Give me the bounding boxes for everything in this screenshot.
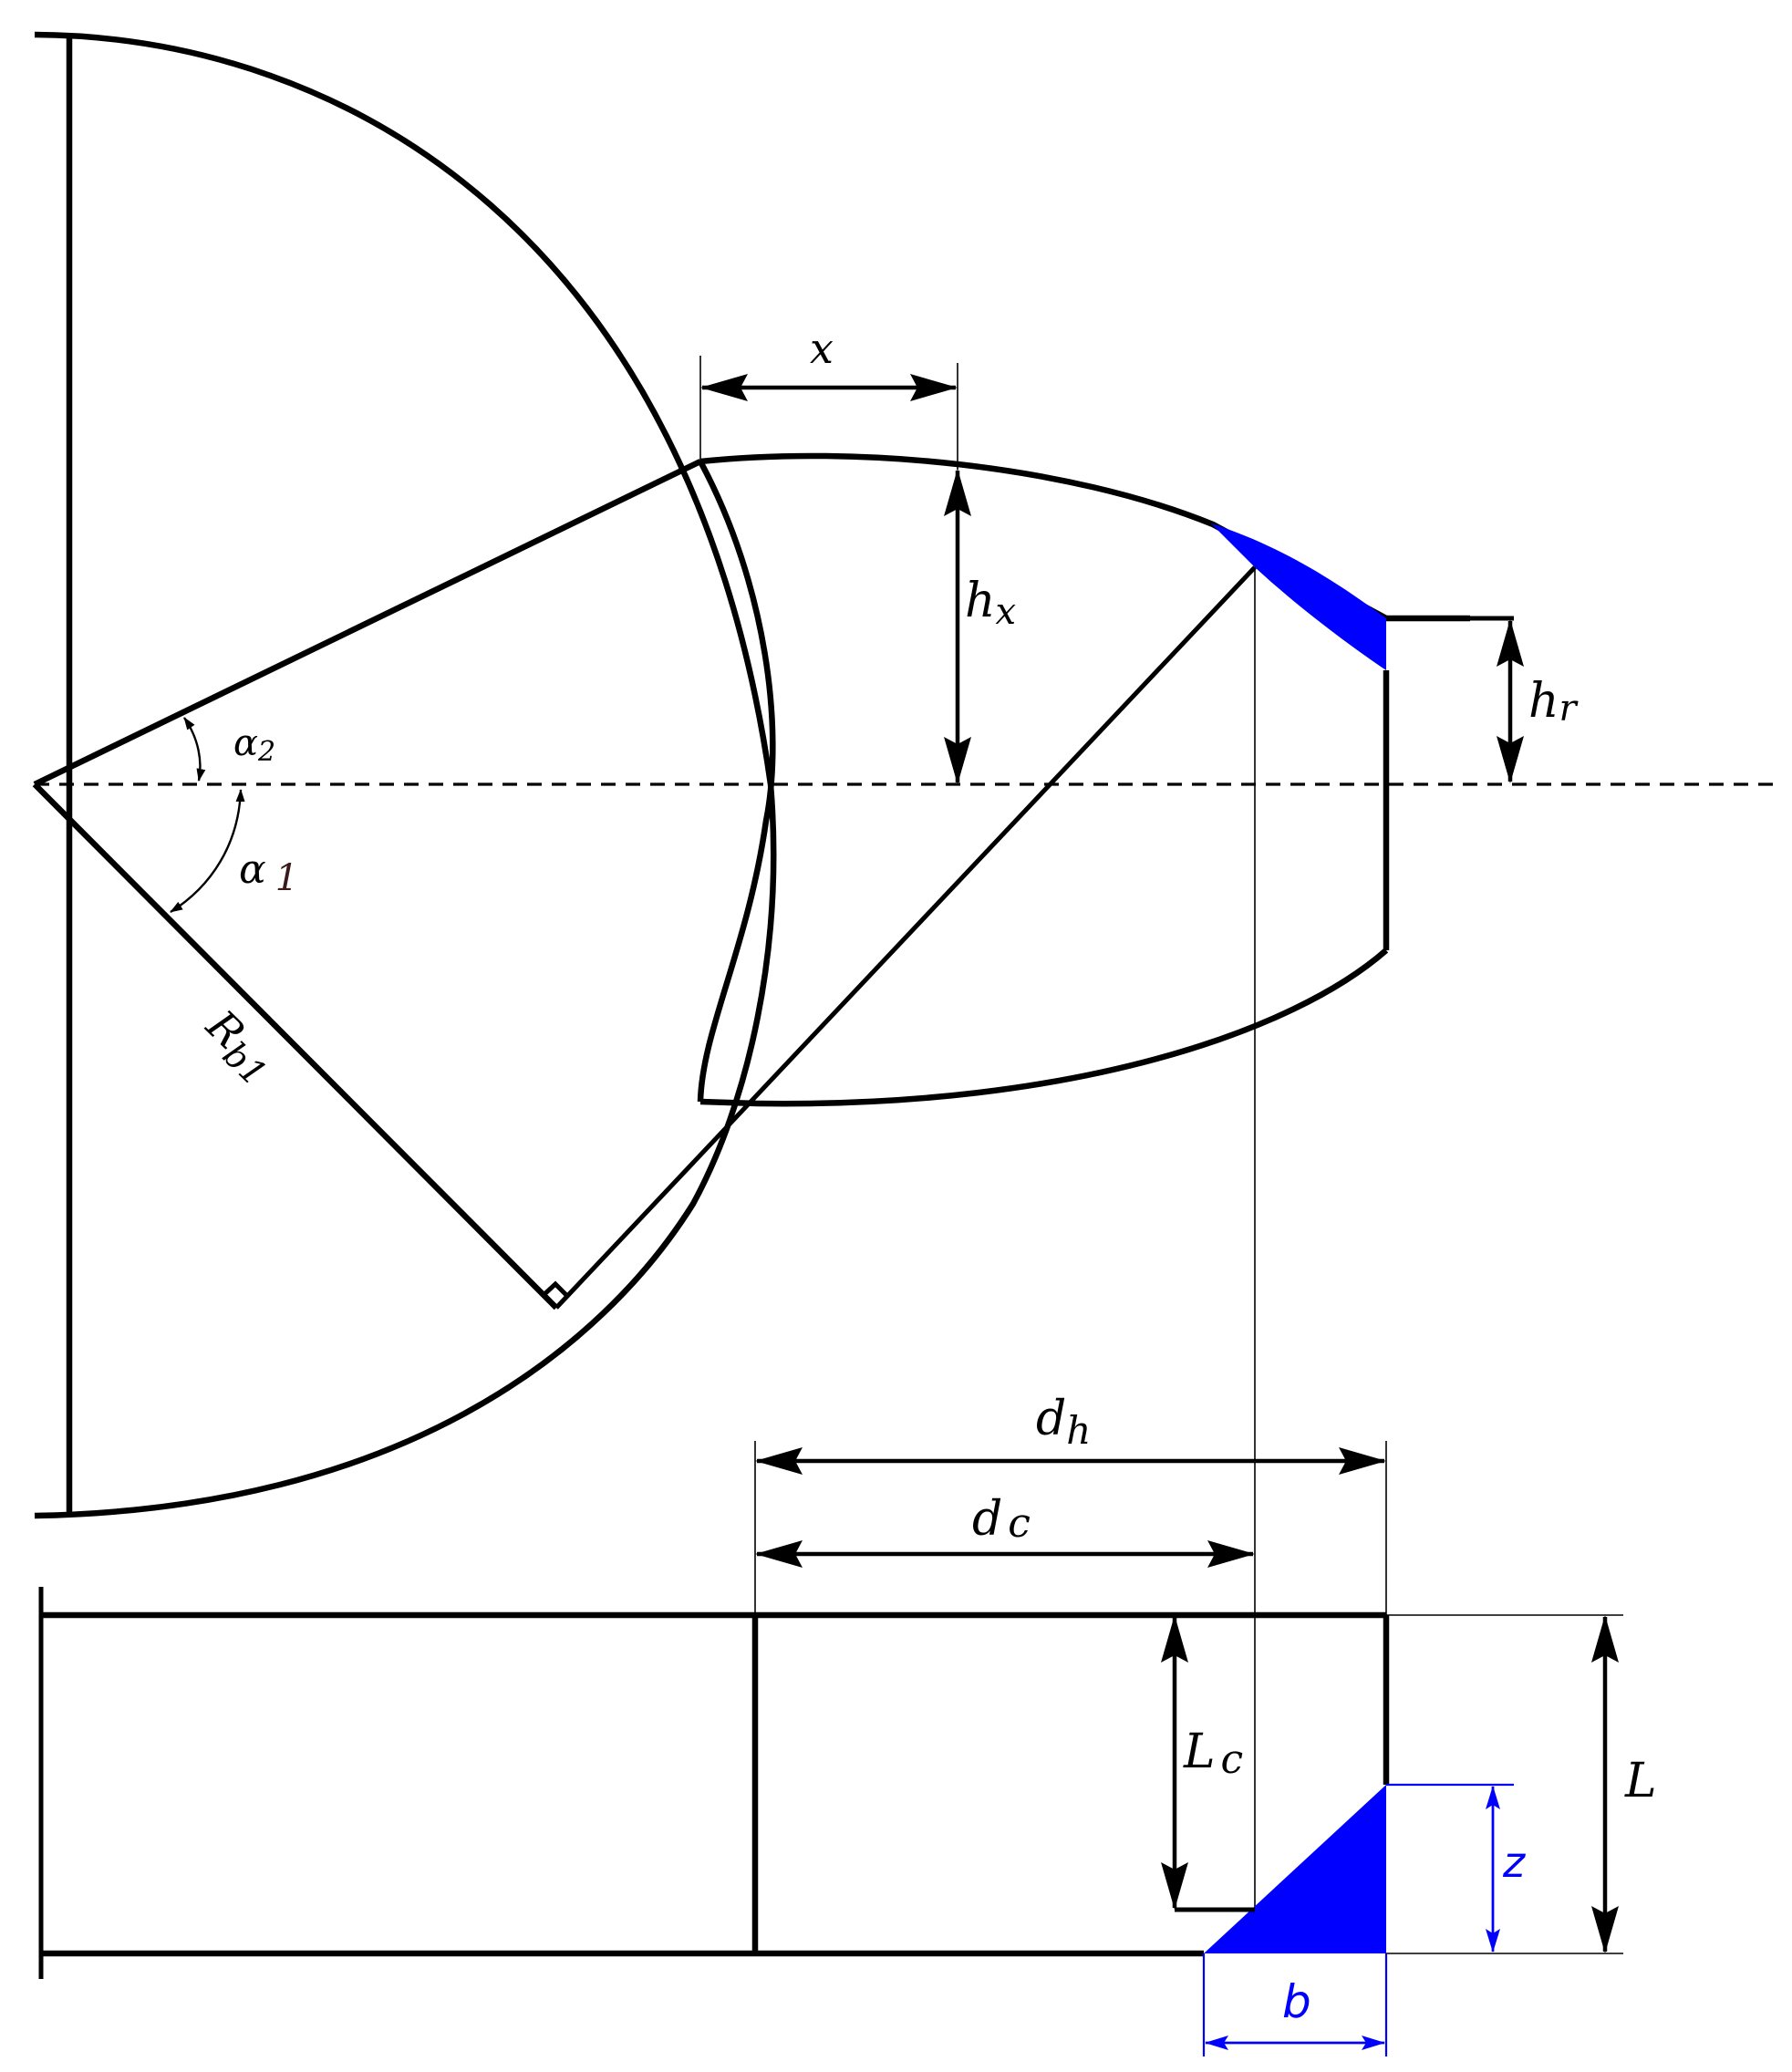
alpha1-arc-arrow bbox=[170, 789, 245, 914]
tangent-line bbox=[554, 565, 1257, 1310]
alpha2-arc-arrow bbox=[183, 717, 206, 782]
blue-triangle bbox=[1204, 1785, 1386, 1953]
b-label: b bbox=[1282, 1975, 1311, 2028]
rb1-label: Rb1 bbox=[192, 1000, 286, 1093]
hr-label: hr bbox=[1528, 674, 1580, 730]
hx-label: hx bbox=[965, 574, 1016, 633]
petal-top-edge bbox=[699, 452, 1388, 621]
petal-bottom-edge bbox=[699, 948, 1389, 1107]
radius-rb1-line bbox=[32, 782, 559, 1311]
blue-cap-region bbox=[1211, 523, 1386, 670]
l-label: L bbox=[1624, 1754, 1657, 1808]
inner-circle-arc bbox=[697, 460, 776, 1103]
alpha2-label: α2 bbox=[233, 722, 275, 768]
right-angle-marker bbox=[542, 1280, 569, 1298]
dh-label: dh bbox=[1036, 1392, 1091, 1453]
outer-circle-arc bbox=[34, 31, 777, 1519]
upper-radius-line bbox=[33, 459, 702, 787]
z-label: z bbox=[1502, 1838, 1526, 1887]
x-label: x bbox=[810, 324, 834, 373]
